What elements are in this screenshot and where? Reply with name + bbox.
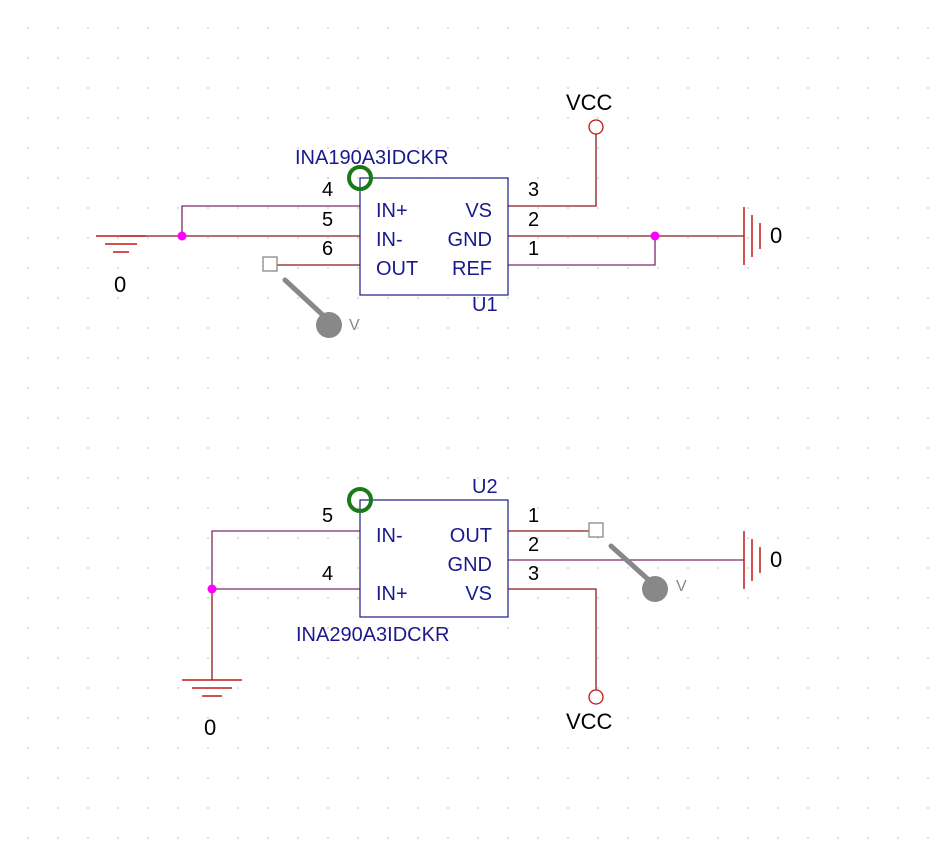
u2-ground-right-label: 0 <box>770 547 782 572</box>
u2-pin-num-in-plus: 4 <box>322 563 333 585</box>
u1-refdes: U1 <box>472 294 498 316</box>
u2-vcc-terminal-icon[interactable] <box>588 689 604 705</box>
u1-ground-right-label: 0 <box>770 223 782 248</box>
u2-junction-left <box>207 584 217 594</box>
u2-part-number: INA290A3IDCKR <box>296 624 449 646</box>
u1-vs-wire[interactable] <box>508 134 597 207</box>
u2-pin-num-vs: 3 <box>528 563 539 585</box>
u1-voltage-probe-icon[interactable] <box>262 256 342 338</box>
u2-ground-left-label: 0 <box>204 715 216 740</box>
u1-pin-label-vs: VS <box>465 200 492 222</box>
u2-pin-num-gnd: 2 <box>528 534 539 556</box>
u1-body[interactable] <box>359 177 509 296</box>
u1-pin-label-gnd: GND <box>448 229 492 251</box>
u2-ground-right-icon[interactable] <box>743 531 761 589</box>
u1-junction-left <box>177 231 187 241</box>
u2-pin1-marker-icon <box>347 487 373 513</box>
u1-pin-num-gnd: 2 <box>528 209 539 231</box>
u1-vcc-label: VCC <box>566 90 613 115</box>
u2-pin-label-in-plus: IN+ <box>376 583 408 605</box>
u1-pin-num-in-minus: 5 <box>322 209 333 231</box>
u1-pin-num-vs: 3 <box>528 179 539 201</box>
u1-pin-num-ref: 1 <box>528 238 539 260</box>
u2-vcc-label: VCC <box>566 709 613 734</box>
u2-refdes: U2 <box>472 476 498 498</box>
u1-in-plus-wire[interactable] <box>181 205 360 236</box>
u2-pin-num-in-minus: 5 <box>322 505 333 527</box>
u1-vcc-terminal-icon[interactable] <box>588 119 604 135</box>
u2-probe-label: V <box>676 578 687 595</box>
u2-voltage-probe-icon[interactable] <box>588 522 668 602</box>
u1-pin-label-in-minus: IN- <box>376 229 403 251</box>
u2-pin-label-in-minus: IN- <box>376 525 403 547</box>
u1-pin-num-in-plus: 4 <box>322 179 333 201</box>
u1-probe-label: V <box>349 317 360 334</box>
u2-pin-num-out: 1 <box>528 505 539 527</box>
u2-circuit: U2 INA290A3IDCKR IN- IN+ OUT GND VS 5 4 … <box>182 476 782 740</box>
u2-vs-wire[interactable] <box>508 588 597 690</box>
u1-ground-right-icon[interactable] <box>743 207 761 265</box>
u2-in-minus-wire[interactable] <box>211 530 360 589</box>
u1-pin-label-ref: REF <box>452 258 492 280</box>
u2-pin-label-gnd: GND <box>448 554 492 576</box>
u1-pin-num-out: 6 <box>322 238 333 260</box>
u2-pin-label-out: OUT <box>450 525 492 547</box>
u2-pin-label-vs: VS <box>465 583 492 605</box>
u1-ground-left-label: 0 <box>114 272 126 297</box>
u1-pin1-marker-icon <box>347 165 373 191</box>
u1-junction-right <box>650 231 660 241</box>
u2-body[interactable] <box>359 499 509 618</box>
u1-part-number: INA190A3IDCKR <box>295 147 448 169</box>
u1-pin-label-in-plus: IN+ <box>376 200 408 222</box>
u2-ground-left-icon[interactable] <box>182 679 242 697</box>
u1-ground-left-icon[interactable] <box>96 235 146 253</box>
u1-circuit: INA190A3IDCKR U1 IN+ IN- OUT VS GND REF … <box>96 90 782 338</box>
u1-ref-wire[interactable] <box>508 236 656 266</box>
u1-pin-label-out: OUT <box>376 258 418 280</box>
